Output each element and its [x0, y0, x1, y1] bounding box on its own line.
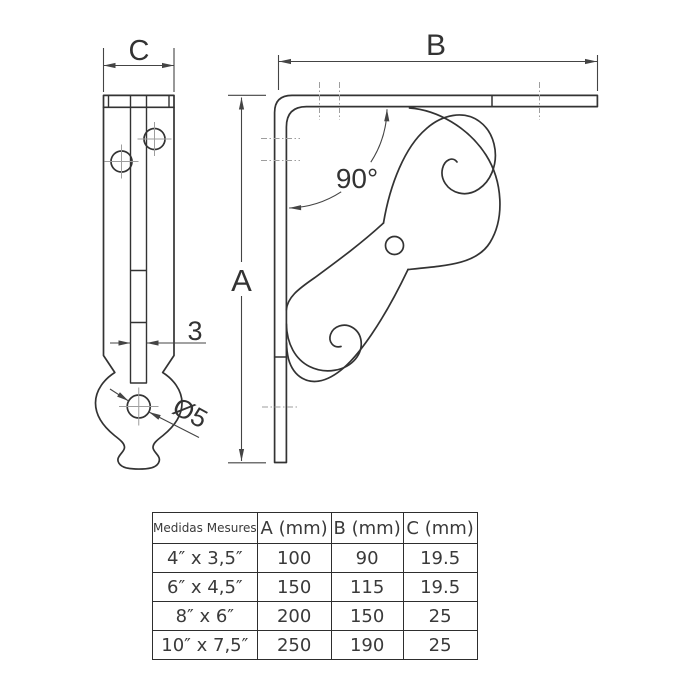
table-cell-size: 4″ x 3,5″ — [152, 543, 258, 573]
table-header-b: B (mm) — [330, 512, 404, 544]
bracket-technical-drawing: C B A 90° 3 Ø5 — [94, 29, 599, 470]
table-cell-c: 19.5 — [402, 543, 478, 573]
dimensions — [102, 48, 599, 464]
front-top-bar — [102, 94, 175, 109]
table-cell-size: 10″ x 7,5″ — [152, 630, 258, 660]
table-cell-b: 115 — [330, 572, 404, 602]
scroll-band-edge — [285, 222, 385, 311]
table-cell-b: 150 — [330, 601, 404, 631]
dimension-labels: C B A 90° 3 Ø5 — [129, 29, 446, 434]
table-cell-b: 90 — [330, 543, 404, 573]
table-cell-c: 25 — [402, 630, 478, 660]
table-cell-a: 250 — [256, 630, 332, 660]
scroll-upper-spiral — [382, 114, 497, 224]
front-view-centerlines — [104, 122, 172, 426]
angle-arc-upper — [370, 109, 390, 163]
side-view — [273, 94, 599, 464]
table-cell-size: 8″ x 6″ — [152, 601, 258, 631]
hole-diameter-label: Ø5 — [168, 391, 213, 434]
table-cell-a: 100 — [256, 543, 332, 573]
dim-a-label: A — [231, 263, 252, 298]
table-cell-a: 150 — [256, 572, 332, 602]
dim-c-extensions — [102, 48, 175, 92]
table-header-sizes: Medidas Mesures — [152, 512, 258, 544]
leader-dia-upper — [109, 388, 129, 402]
front-plate-outline — [94, 106, 183, 470]
table-header-a: A (mm) — [256, 512, 332, 544]
table-cell-a: 200 — [256, 601, 332, 631]
dim-b-extensions — [277, 55, 599, 91]
side-arm-joints — [273, 94, 493, 358]
side-view-centerlines — [261, 82, 540, 408]
angle-label: 90° — [336, 163, 378, 194]
angle-arc-lower — [289, 191, 342, 211]
leader-dia-lower — [148, 411, 200, 438]
front-slot — [129, 106, 148, 384]
dim-a-extensions — [228, 94, 266, 464]
scroll-lower-outer — [285, 268, 409, 383]
scroll-upper-outer — [407, 107, 501, 271]
side-arm-outline — [273, 94, 599, 464]
table-cell-c: 25 — [402, 601, 478, 631]
table-row: 6″ x 4,5″ 150 115 19.5 — [152, 572, 478, 602]
table-cell-size: 6″ x 4,5″ — [152, 572, 258, 602]
scroll-lower-spiral — [285, 323, 362, 372]
slot-width-label: 3 — [187, 316, 202, 346]
table-cell-c: 19.5 — [402, 572, 478, 602]
table-header-row: Medidas Mesures A (mm) B (mm) C (mm) — [152, 512, 478, 544]
dim-b-label: B — [426, 29, 446, 62]
dim-c-label: C — [129, 35, 150, 67]
table-row: 10″ x 7,5″ 250 190 25 — [152, 630, 478, 660]
table-header-c: C (mm) — [402, 512, 478, 544]
table-row: 4″ x 3,5″ 100 90 19.5 — [152, 543, 478, 573]
table-cell-b: 190 — [330, 630, 404, 660]
measurements-table: Medidas Mesures A (mm) B (mm) C (mm) 4″ … — [152, 512, 478, 660]
table-row: 8″ x 6″ 200 150 25 — [152, 601, 478, 631]
front-top-bar-segments — [107, 94, 170, 108]
scroll-hole — [384, 235, 405, 256]
